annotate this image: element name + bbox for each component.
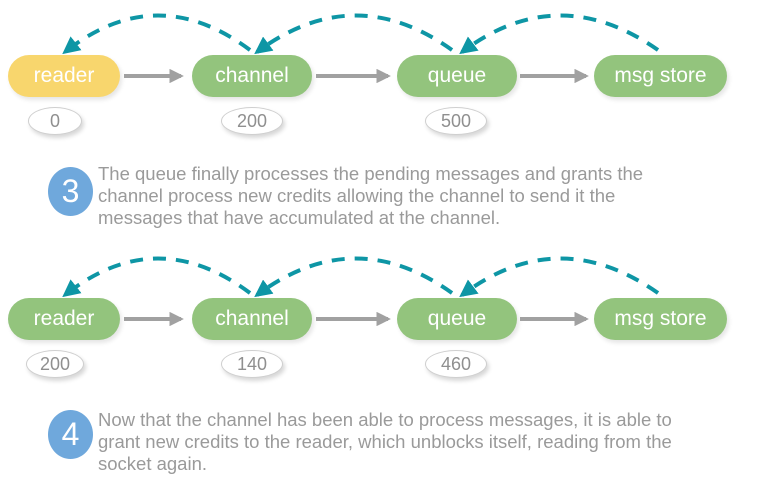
node-reader-row1: reader xyxy=(8,55,120,97)
node-queue-row1: queue xyxy=(397,55,517,97)
credit-arrow-msgstore-to-queue-2 xyxy=(459,256,660,298)
credit-badge-queue-row2: 460 xyxy=(425,350,487,378)
credit-arrow-queue-to-channel-2 xyxy=(254,256,454,298)
credit-arrow-msgstore-to-queue xyxy=(459,13,660,55)
node-reader-row2: reader xyxy=(8,298,120,340)
step-number-badge-4: 4 xyxy=(48,410,93,459)
step-description-3: The queue finally processes the pending … xyxy=(98,163,644,228)
node-msg-store-row1: msg store xyxy=(594,55,727,97)
credit-badge-reader-row2: 200 xyxy=(26,350,84,378)
credit-arrow-channel-to-reader xyxy=(62,13,252,55)
node-channel-row1: channel xyxy=(192,55,312,97)
credit-arrow-channel-to-reader-2 xyxy=(62,256,252,298)
credit-arrow-queue-to-channel xyxy=(254,13,454,55)
credit-badge-reader-row1: 0 xyxy=(28,107,82,135)
credit-badge-queue-row1: 500 xyxy=(425,107,487,135)
step-description-4: Now that the channel has been able to pr… xyxy=(98,409,672,474)
node-msg-store-row2: msg store xyxy=(594,298,727,340)
node-queue-row2: queue xyxy=(397,298,517,340)
node-channel-row2: channel xyxy=(192,298,312,340)
credit-badge-channel-row2: 140 xyxy=(221,350,283,378)
step-number-badge-3: 3 xyxy=(48,167,93,216)
credit-badge-channel-row1: 200 xyxy=(221,107,283,135)
